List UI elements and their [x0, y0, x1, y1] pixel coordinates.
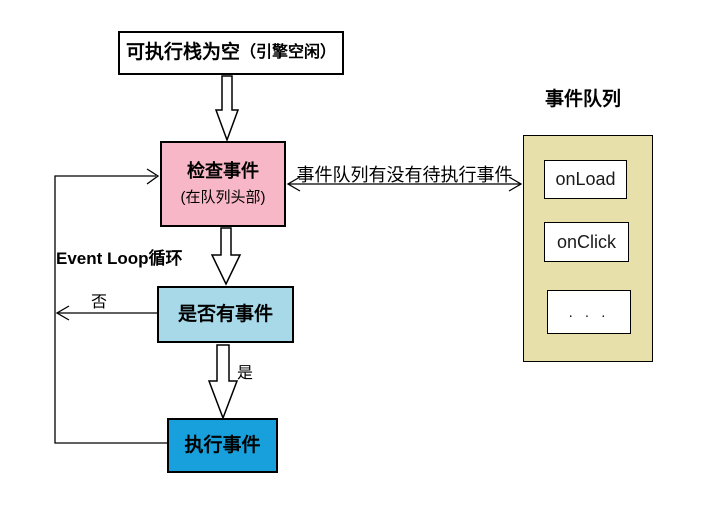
node-stack-empty-label: 可执行栈为空	[125, 42, 240, 64]
block-arrow-check-to-has	[210, 227, 242, 286]
node-stack-empty-sublabel: （引擎空闲）	[240, 44, 337, 61]
edge-label-yes: 是	[237, 365, 254, 382]
block-arrow-top-to-check	[214, 75, 240, 143]
loop-back-line	[54, 175, 167, 444]
event-queue-container: onLoad onClick . . .	[523, 135, 653, 362]
edge-label-no: 否	[91, 294, 108, 311]
queue-item-ellipsis: . . .	[547, 290, 631, 334]
node-check-event-label: 检查事件	[187, 161, 259, 182]
queue-item-onload: onLoad	[544, 160, 627, 199]
node-check-event: 检查事件 (在队列头部)	[160, 141, 286, 227]
node-stack-empty: 可执行栈为空（引擎空闲）	[118, 31, 344, 75]
node-execute-event: 执行事件	[167, 418, 278, 473]
edge-label-query: 事件队列有没有待执行事件	[296, 165, 513, 185]
loop-back-arrowhead	[146, 168, 160, 185]
node-has-event: 是否有事件	[157, 286, 294, 343]
queue-item-onclick: onClick	[544, 222, 629, 262]
no-branch-arrowhead	[55, 305, 70, 321]
node-execute-event-label: 执行事件	[184, 434, 261, 456]
node-has-event-label: 是否有事件	[177, 303, 273, 325]
node-check-event-sublabel: (在队列头部)	[180, 188, 266, 206]
event-queue-title: 事件队列	[544, 89, 621, 110]
edge-label-event-loop: Event Loop循环	[56, 249, 183, 268]
block-arrow-has-to-exec	[207, 344, 239, 421]
